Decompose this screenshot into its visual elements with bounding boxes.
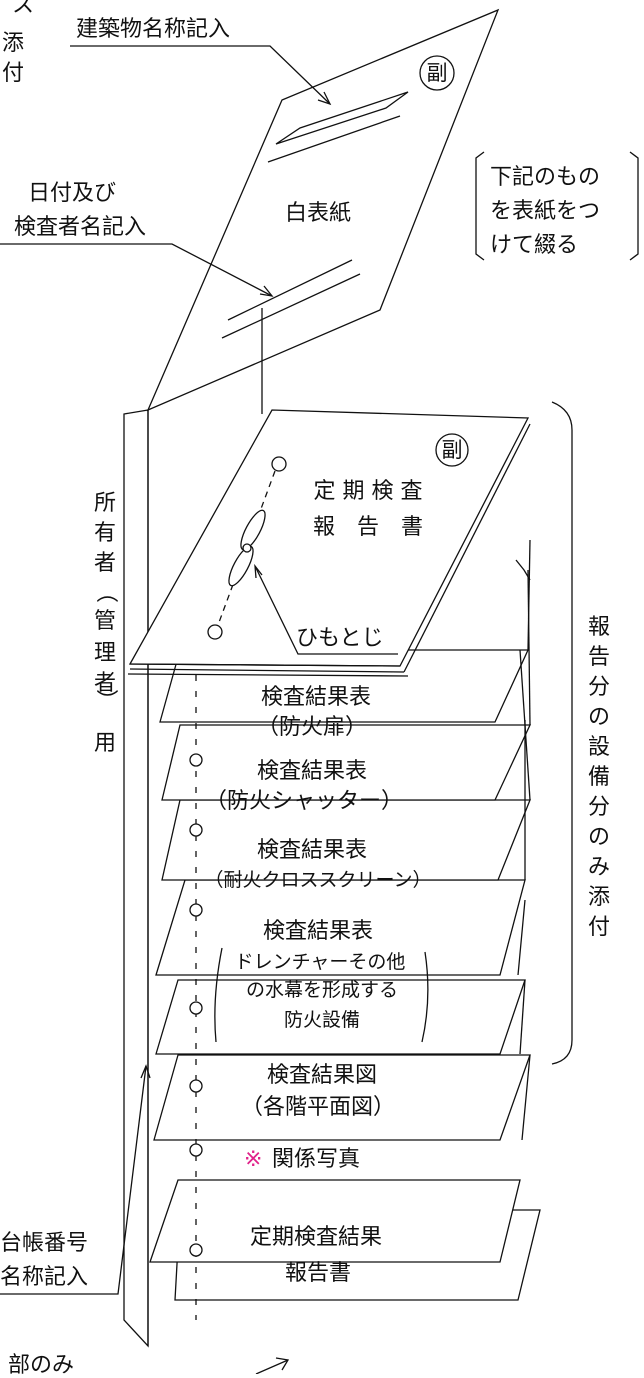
sheet-7-line2: 報告書: [285, 1261, 351, 1286]
label-date-line1: 日付及び: [28, 181, 116, 206]
date-line-1: [227, 259, 353, 321]
stack-holes: [189, 675, 203, 1320]
sheet-texts: 検査結果表 （防火扉） 検査結果表 （防火シャッター） 検査結果表 （耐火クロス…: [204, 685, 431, 1286]
sheet-back-edges: [515, 539, 531, 1141]
punch-hole-icon: [207, 624, 223, 640]
string-label: ひもとじ: [296, 626, 384, 651]
label-building-name: 建築物名称記入: [76, 17, 230, 42]
owner-char: 用: [94, 731, 116, 756]
sheet-4-line1: 検査結果表: [263, 919, 373, 944]
punch-hole-icon: [189, 1079, 203, 1093]
date-line-2: [221, 273, 361, 339]
right-char: 報: [588, 615, 610, 640]
sheet-1-line2: （防火扉）: [257, 715, 367, 740]
right-char: の: [588, 705, 610, 730]
top-labels: 建築物名称記入 日付及び 検査者名記入 ス 添 付: [0, 0, 332, 297]
right-char: 設: [588, 735, 610, 760]
bracket-line-2: を表紙をつ: [490, 199, 600, 224]
label-fragment: 部のみ: [8, 1353, 74, 1374]
bottom-left-labels: 台帳番号 名称記入 部のみ: [0, 1064, 290, 1378]
sheet-6-line1: 関係写真: [272, 1147, 360, 1172]
owner-char: 理: [94, 641, 116, 666]
right-char: み: [588, 855, 610, 880]
owner-board: [123, 409, 149, 1348]
bracket-close: [629, 151, 639, 261]
owner-char: 管: [94, 609, 116, 634]
owner-char: 者: [94, 551, 116, 576]
punch-hole-icon: [189, 1243, 203, 1257]
sheet-4-line4: 防火設備: [284, 1009, 360, 1031]
report-cover: 副 定 期 検 査 報 告 書 ひもとじ: [127, 409, 531, 677]
punch-hole-icon: [189, 1001, 203, 1015]
string-knot-icon: [242, 543, 252, 553]
report-copy-mark: 副: [442, 438, 463, 462]
report-title-line1: 定 期 検 査: [314, 479, 423, 504]
sheet-1-line1: 検査結果表: [261, 685, 371, 710]
right-note: 報 告 分 の 設 備 分 の み 添 付: [551, 401, 610, 1065]
cover-copy-mark: 副: [427, 61, 448, 85]
owner-char: 者: [94, 671, 116, 696]
edge-char-1: ス: [12, 0, 34, 18]
sheet-5-line2: （各階平面図）: [241, 1095, 395, 1120]
sheet-3-line2: （耐火クロススクリーン）: [204, 869, 431, 891]
sheet-2-line2: （防火シャッター）: [205, 789, 403, 814]
sheet-4-line3: の水幕を形成する: [246, 979, 398, 1001]
punch-hole-icon: [189, 1143, 203, 1157]
photo-mark: ※: [244, 1147, 262, 1172]
right-char: 付: [588, 915, 610, 940]
edge-char-2: 添: [2, 31, 24, 56]
report-title-line2: 報 告 書: [313, 515, 423, 540]
bracket-line-3: けて綴る: [490, 233, 578, 258]
bracket-line-1: 下記のもの: [490, 165, 600, 190]
owner-char: 有: [94, 521, 116, 546]
sheet-4-line2: ドレンチャーその他: [235, 951, 406, 973]
punch-hole-icon: [189, 823, 203, 837]
paren-open: [214, 947, 223, 1043]
name-field-box: [275, 91, 409, 145]
owner-label: 所 有 者 （ 管 理 者 ） 用: [93, 491, 118, 756]
right-char: 分: [588, 795, 610, 820]
label-name-entry: 名称記入: [0, 1265, 88, 1290]
sheet-7-line1: 定期検査結果: [250, 1225, 382, 1250]
punch-hole-icon: [189, 903, 203, 917]
right-char: 添: [588, 885, 610, 910]
paren-close: [421, 951, 429, 1043]
bracket-open: [475, 151, 485, 261]
cover-title: 白表紙: [285, 201, 351, 226]
punch-hole-icon: [189, 753, 203, 767]
report-copy-stamp: [435, 433, 469, 467]
right-brace: [551, 401, 573, 1065]
label-date-line2: 検査者名記入: [14, 215, 146, 240]
edge-char-3: 付: [2, 61, 24, 86]
right-char: の: [588, 825, 610, 850]
label-ledger-number: 台帳番号: [0, 1231, 88, 1256]
punch-hole-icon: [271, 456, 287, 472]
sheet-5-line1: 検査結果図: [267, 1063, 377, 1088]
bracket-note: 下記のもの を表紙をつ けて綴る: [475, 151, 639, 261]
right-char: 分: [588, 675, 610, 700]
owner-char: 所: [94, 491, 116, 516]
owner-char: ）: [93, 689, 118, 711]
right-char: 備: [588, 765, 610, 790]
cover-copy-stamp: [419, 55, 455, 91]
white-cover: 副 白表紙: [146, 8, 500, 414]
sheet-3-line1: 検査結果表: [257, 838, 367, 863]
owner-char: （: [93, 581, 118, 603]
sheet-7: [149, 1179, 541, 1301]
right-char: 告: [588, 645, 610, 670]
sheet-2-line1: 検査結果表: [257, 759, 367, 784]
